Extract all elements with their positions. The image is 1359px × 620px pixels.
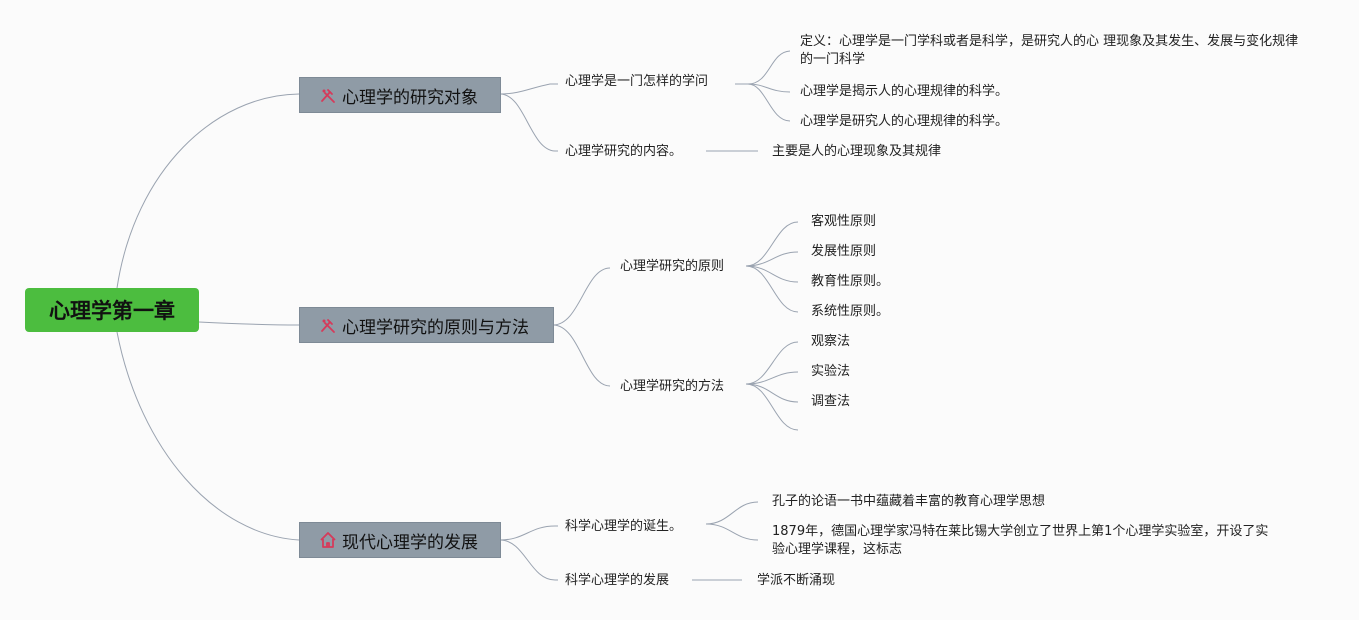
topic-what-is-psychology[interactable]: 心理学是一门怎样的学问 [565,74,709,89]
connector-b1-c2 [499,93,558,152]
connector-b2c1-item2 [745,251,799,267]
branch-label: 心理学研究的原则与方法 [342,317,529,338]
connector-b2-c1 [552,267,611,326]
leaf-wundt-lab[interactable]: 1879年，德国心理学家冯特在莱比锡大学创立了世界上第1个心理学实验室，开设了实… [772,524,1269,557]
connector-b2c2-item4 [745,383,799,431]
connector-b2c1-item1 [745,221,799,267]
leaf-reveal-law[interactable]: 心理学是揭示人的心理规律的科学。 [800,84,1009,99]
leaf-schools-emerge[interactable]: 学派不断涌现 [757,573,836,588]
connector-b3-c2 [499,539,558,581]
topic-research-content[interactable]: 心理学研究的内容。 [565,144,683,159]
topic-research-principles[interactable]: 心理学研究的原则 [620,259,725,274]
connector-root-branch1 [116,93,300,289]
leaf-survey[interactable]: 调查法 [811,394,851,409]
connector-b3c1-item1 [705,501,759,525]
branch-node-modern-development[interactable]: 现代心理学的发展 [299,522,501,558]
leaf-development[interactable]: 发展性原则 [811,244,877,259]
connector-b1c1-item3 [747,83,791,122]
tools-icon [318,85,338,105]
connector-b2-c2 [552,324,611,387]
connector-root-branch2 [198,321,300,326]
leaf-objectivity[interactable]: 客观性原则 [811,214,877,229]
leaf-confucius[interactable]: 孔子的论语一书中蕴藏着丰富的教育心理学思想 [772,494,1046,509]
home-icon [318,530,338,550]
connector-b1c1-item1 [735,50,791,85]
connector-b2c1-item4 [745,265,799,313]
branch-label: 现代心理学的发展 [342,532,478,553]
connector-b3-c1 [499,525,558,541]
connector-b1-c1 [499,83,558,95]
topic-research-methods[interactable]: 心理学研究的方法 [620,379,725,394]
topic-birth-of-psychology[interactable]: 科学心理学的诞生。 [565,519,683,534]
leaf-system[interactable]: 系统性原则。 [811,304,890,319]
connector-b2c1-item3 [745,265,799,283]
connector-b3c1-item2 [705,523,759,541]
leaf-observation[interactable]: 观察法 [811,334,851,349]
branch-node-research-object[interactable]: 心理学的研究对象 [299,77,501,113]
connector-b2c2-item2 [745,371,799,385]
tools-icon [318,315,338,335]
leaf-education[interactable]: 教育性原则。 [811,274,890,289]
leaf-definition[interactable]: 定义：心理学是一门学科或者是科学，是研究人的心 理现象及其发生、发展与变化规律的… [800,34,1299,67]
connector-b2c2-item3 [745,383,799,403]
connector-b2c2-item1 [745,341,799,385]
branch-node-principles-methods[interactable]: 心理学研究的原则与方法 [299,307,554,343]
branch-label: 心理学的研究对象 [342,87,478,108]
leaf-main-content[interactable]: 主要是人的心理现象及其规律 [772,144,942,159]
leaf-experiment[interactable]: 实验法 [811,364,851,379]
leaf-study-law[interactable]: 心理学是研究人的心理规律的科学。 [800,114,1009,129]
topic-development[interactable]: 科学心理学的发展 [565,573,670,588]
connector-root-branch3 [116,331,300,541]
root-node[interactable]: 心理学第一章 [25,288,199,332]
